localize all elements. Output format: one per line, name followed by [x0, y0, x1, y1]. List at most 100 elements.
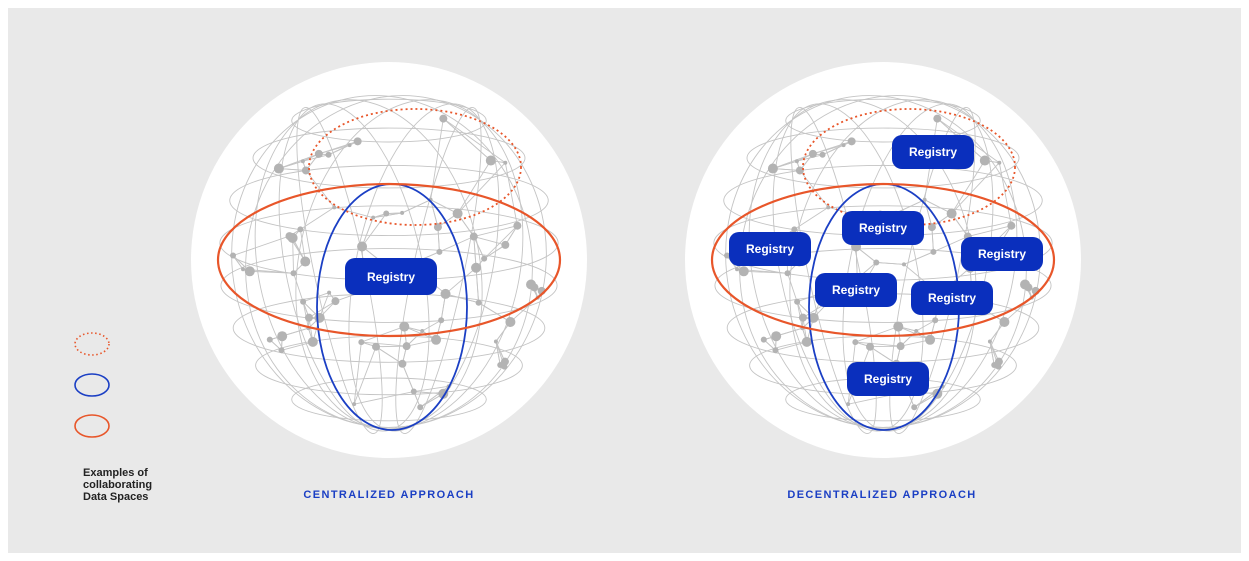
mesh-node: [244, 266, 255, 277]
registry-label: Registry: [864, 372, 912, 386]
mesh-node: [433, 223, 442, 232]
mesh-link: [998, 162, 1012, 226]
mesh-node: [771, 331, 782, 342]
mesh-node: [325, 151, 332, 158]
mesh-link: [967, 225, 1012, 237]
mesh-node: [526, 279, 537, 290]
mesh-link: [870, 345, 901, 348]
mesh-node: [738, 266, 749, 277]
mesh-node: [438, 317, 445, 324]
mesh-link: [989, 341, 995, 366]
mesh-node: [278, 347, 285, 354]
mesh-node: [420, 329, 425, 334]
orange-ellipse-icon: [74, 414, 110, 438]
mesh-node: [230, 252, 237, 259]
mesh-link: [794, 206, 829, 230]
mesh-link: [300, 206, 335, 230]
mesh-node: [979, 155, 990, 166]
registry-label: Registry: [928, 291, 976, 305]
mesh-node: [277, 331, 288, 342]
mesh-link: [855, 341, 901, 347]
registry-node: Registry: [961, 237, 1043, 271]
mesh-node: [383, 210, 390, 217]
mesh-link: [361, 213, 387, 247]
mesh-link: [232, 235, 290, 256]
mesh-node: [841, 143, 846, 148]
mesh-node: [314, 312, 325, 323]
mesh-node: [469, 232, 478, 241]
mesh-node: [852, 339, 859, 346]
mesh-link: [406, 339, 437, 347]
mesh-node: [914, 329, 919, 334]
mesh-node: [772, 347, 779, 354]
mesh-link: [951, 160, 986, 214]
orange-dataspace-ellipse: [216, 182, 562, 338]
mesh-link: [483, 225, 518, 259]
mesh-ring: [746, 127, 1020, 189]
mesh-link: [353, 346, 377, 405]
diagram-panel: Registry Registry Registry Registry: [8, 8, 1241, 553]
mesh-link: [475, 267, 480, 303]
dotted-dataspace-ellipse: [308, 108, 522, 226]
mesh-node: [767, 163, 778, 174]
mesh-link: [430, 199, 458, 214]
dotted-ellipse-icon: [74, 332, 110, 356]
mesh-link: [796, 301, 803, 329]
mesh-node: [300, 298, 307, 305]
mesh-link: [916, 319, 936, 332]
mesh-node: [314, 149, 323, 158]
mesh-link: [292, 237, 294, 274]
mesh-node: [400, 210, 405, 215]
registry-node: Registry: [892, 135, 974, 169]
mesh-node: [819, 151, 826, 158]
registry-label: Registry: [832, 283, 880, 297]
mesh-node: [371, 215, 376, 220]
registry-node: Registry: [815, 273, 897, 307]
data-spaces-diagram: Registry Registry Registry Registry: [74, 62, 1081, 501]
mesh-link: [473, 236, 485, 259]
decentralized-sphere: Registry Registry Registry Registry Regi…: [685, 62, 1081, 458]
mesh-link: [473, 225, 518, 237]
mesh-node: [410, 388, 417, 395]
mesh-link: [473, 236, 506, 246]
mesh-node: [798, 313, 807, 322]
mesh-link: [822, 144, 844, 156]
mesh-node: [402, 342, 411, 351]
mesh-link: [422, 319, 442, 332]
mesh-link: [437, 227, 440, 252]
mesh-link: [495, 341, 501, 366]
mesh-ring: [252, 127, 526, 189]
mesh-node: [513, 221, 522, 230]
mesh-link: [375, 346, 403, 365]
mesh-node: [500, 357, 509, 366]
blue-ellipse-icon: [74, 373, 110, 397]
mesh-node: [503, 160, 508, 165]
mesh-link: [334, 206, 374, 219]
mesh-node: [290, 270, 297, 277]
mesh-node: [925, 334, 936, 345]
mesh-node: [300, 159, 305, 164]
mesh-node: [358, 339, 365, 346]
mesh-link: [924, 199, 952, 214]
registry-node: Registry: [847, 362, 929, 396]
mesh-node: [399, 321, 410, 332]
mesh-link: [812, 144, 844, 155]
mesh-node: [471, 262, 482, 273]
mesh-node: [724, 252, 731, 259]
mesh-ring: [790, 107, 877, 435]
mesh-node: [285, 232, 294, 241]
mesh-link: [361, 326, 405, 343]
registry-label: Registry: [978, 247, 1026, 261]
mesh-node: [398, 359, 407, 368]
mesh-node: [946, 208, 957, 219]
mesh-node: [893, 321, 904, 332]
mesh-node: [794, 298, 801, 305]
mesh-node: [353, 137, 362, 146]
mesh-link: [775, 341, 807, 351]
mesh-node: [911, 404, 918, 411]
mesh-link: [299, 229, 306, 262]
mesh-link: [504, 162, 518, 226]
legend-icons: [74, 332, 110, 438]
mesh-ring: [785, 98, 981, 143]
mesh-link: [473, 236, 477, 268]
